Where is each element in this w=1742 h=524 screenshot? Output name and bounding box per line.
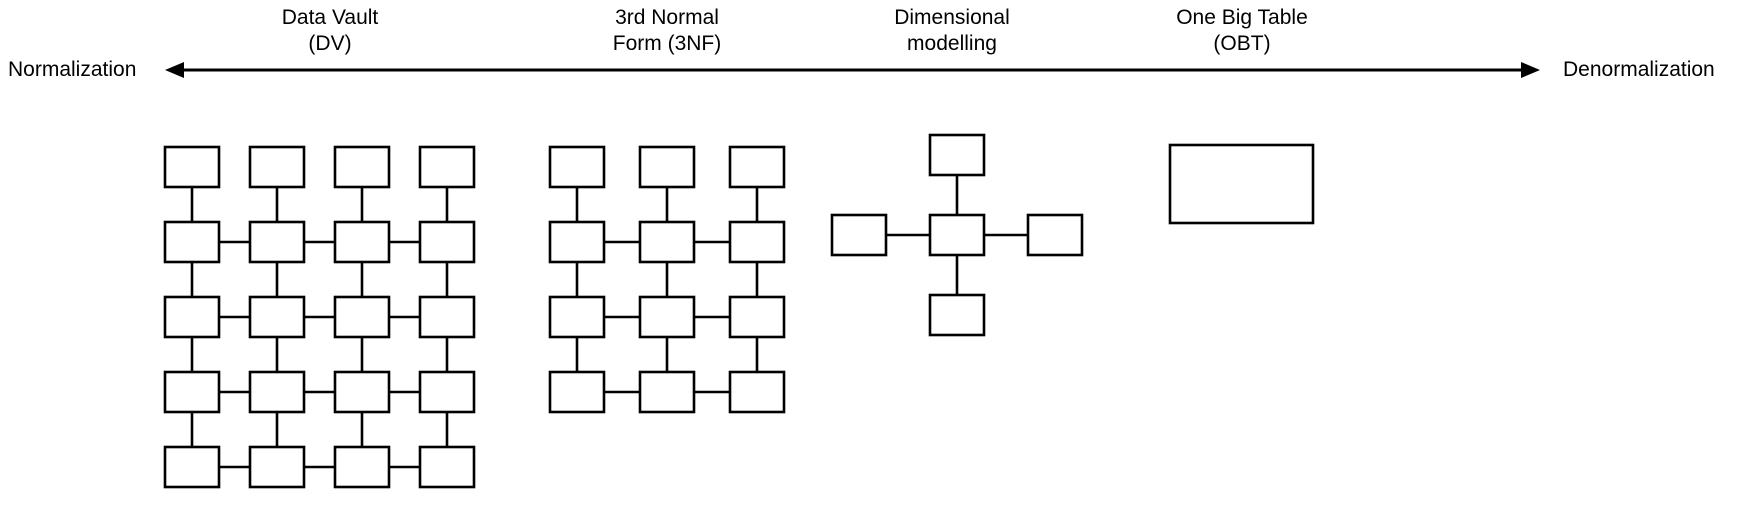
table-box bbox=[163, 445, 221, 489]
table-box bbox=[248, 295, 306, 339]
table-box bbox=[163, 370, 221, 414]
table-box bbox=[728, 370, 786, 414]
model-shapes-group bbox=[163, 133, 1315, 489]
stage-label-one-big-table: One Big Table (OBT) bbox=[1176, 6, 1308, 55]
table-box bbox=[248, 370, 306, 414]
table-box bbox=[163, 220, 221, 264]
stage-label-data-vault: Data Vault (DV) bbox=[281, 6, 379, 55]
table-box bbox=[638, 145, 696, 189]
table-box bbox=[248, 445, 306, 489]
table-box bbox=[418, 220, 476, 264]
one-big-table-box bbox=[1168, 143, 1315, 225]
model-one-big-table bbox=[1168, 143, 1315, 225]
dimension-box-top bbox=[928, 133, 986, 177]
table-box bbox=[333, 445, 391, 489]
table-box bbox=[163, 295, 221, 339]
table-box bbox=[418, 295, 476, 339]
table-box bbox=[548, 145, 606, 189]
axis-label-denormalization: Denormalization bbox=[1563, 58, 1715, 81]
dimension-box-left bbox=[830, 213, 888, 257]
table-box bbox=[728, 220, 786, 264]
table-box bbox=[248, 145, 306, 189]
model-dimensional-modelling bbox=[830, 133, 1084, 337]
table-box bbox=[333, 295, 391, 339]
table-box bbox=[638, 295, 696, 339]
normalization-axis bbox=[165, 62, 1540, 78]
table-box bbox=[728, 295, 786, 339]
table-box bbox=[333, 220, 391, 264]
table-box bbox=[638, 220, 696, 264]
table-box bbox=[418, 370, 476, 414]
table-box bbox=[548, 220, 606, 264]
table-box bbox=[333, 370, 391, 414]
table-box bbox=[548, 295, 606, 339]
axis-label-normalization: Normalization bbox=[8, 58, 137, 81]
model-third-normal-form bbox=[548, 145, 786, 414]
arrow-head-left bbox=[165, 62, 184, 78]
table-box bbox=[333, 145, 391, 189]
table-box bbox=[163, 145, 221, 189]
stage-label-dimensional-modelling: Dimensional modelling bbox=[894, 6, 1010, 55]
table-box bbox=[418, 145, 476, 189]
table-box bbox=[248, 220, 306, 264]
model-data-vault bbox=[163, 145, 476, 489]
dimension-box-right bbox=[1026, 213, 1084, 257]
table-box bbox=[548, 370, 606, 414]
stage-label-third-normal-form: 3rd Normal Form (3NF) bbox=[612, 6, 722, 55]
fact-table-box bbox=[928, 213, 986, 257]
table-box bbox=[418, 445, 476, 489]
table-box bbox=[728, 145, 786, 189]
table-box bbox=[638, 370, 696, 414]
arrow-head-right bbox=[1521, 62, 1540, 78]
dimension-box-bottom bbox=[928, 293, 986, 337]
